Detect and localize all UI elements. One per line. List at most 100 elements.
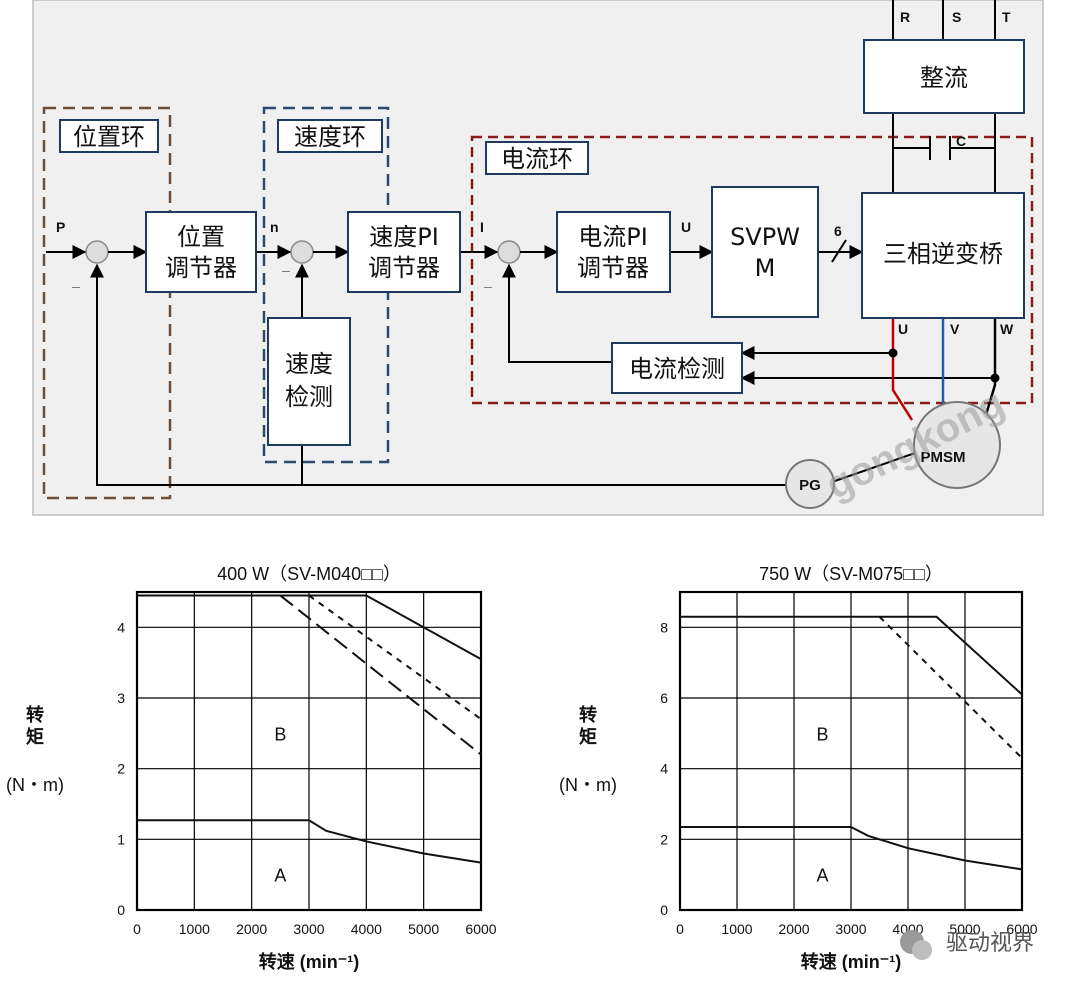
inverter-label: 三相逆变桥 — [883, 240, 1003, 268]
current-pi-block — [556, 211, 671, 293]
pmsm-motor — [913, 401, 1001, 489]
x-axis-label: 转速 (min⁻¹) — [259, 951, 360, 972]
y-axis-label-char1: 转 — [579, 704, 597, 725]
y-tick-label: 0 — [117, 902, 125, 918]
speed-detect-line1: 速度 — [285, 350, 333, 378]
x-tick-label: 2000 — [236, 921, 267, 937]
y-tick-label: 8 — [660, 619, 668, 635]
speed-pi-line2: 调节器 — [368, 254, 440, 282]
speed-loop-label: 速度环 — [294, 123, 366, 151]
y-tick-label: 1 — [117, 831, 125, 847]
y-tick-label: 4 — [117, 619, 125, 635]
series-line-1 — [878, 616, 1023, 759]
signal-six: 6 — [834, 223, 842, 239]
sum-junction-current — [497, 240, 521, 264]
y-tick-label: 6 — [660, 690, 668, 706]
position-regulator-block — [145, 211, 257, 293]
current-loop-outline — [470, 135, 1034, 405]
plot-frame — [678, 590, 1024, 912]
position-loop-label-box — [59, 119, 159, 153]
line-r-label: R — [900, 9, 910, 25]
speed-loop-label-box — [277, 119, 383, 153]
pg-label: PG — [799, 477, 821, 494]
speed-pi-block — [347, 211, 461, 293]
x-tick-label: 1000 — [179, 921, 210, 937]
capacitor-label: C — [956, 133, 966, 149]
plot-frame — [135, 590, 483, 912]
line-t-label: T — [1002, 9, 1011, 25]
region-label: A — [274, 866, 286, 886]
minus-speed: _ — [281, 257, 290, 273]
y-tick-label: 2 — [117, 761, 125, 777]
sum-junction-position — [85, 240, 109, 264]
brand-label: 驱动视界 — [946, 931, 1034, 956]
minus-current: _ — [483, 273, 492, 289]
series-line-0 — [137, 594, 482, 661]
rectifier-block — [863, 39, 1025, 114]
svpwm-block — [711, 186, 819, 318]
minus-position: _ — [71, 273, 80, 289]
series-line-0 — [680, 615, 1023, 696]
phase-u-label: U — [898, 321, 908, 337]
chart-title: 400 W（SV-M040□□） — [217, 564, 401, 584]
current-pi-line1: 电流PI — [578, 223, 648, 251]
pmsm-label: PMSM — [921, 449, 966, 466]
x-tick-label: 0 — [676, 921, 684, 937]
current-detect-label: 电流检测 — [629, 355, 725, 383]
y-axis-unit: (N・m) — [6, 775, 64, 795]
y-axis-label-char2: 矩 — [26, 726, 44, 747]
x-tick-label: 2000 — [778, 921, 809, 937]
position-regulator-line1: 位置 — [177, 223, 225, 251]
position-loop-outline — [42, 106, 172, 500]
y-axis-label-char2: 矩 — [579, 726, 597, 747]
region-label: B — [816, 724, 828, 744]
x-tick-label: 3000 — [293, 921, 324, 937]
x-tick-label: 3000 — [835, 921, 866, 937]
inverter-block — [861, 192, 1025, 319]
current-detect-block — [611, 342, 743, 394]
x-tick-label: 4000 — [351, 921, 382, 937]
speed-detect-block — [267, 317, 351, 446]
speed-pi-line1: 速度PI — [369, 223, 439, 251]
y-tick-label: 4 — [660, 761, 668, 777]
series-line-3 — [137, 819, 482, 864]
x-tick-label: 6000 — [1006, 921, 1037, 937]
position-regulator-line2: 调节器 — [165, 254, 237, 282]
y-axis-label-char1: 转 — [26, 704, 44, 725]
y-axis-unit: (N・m) — [559, 775, 617, 795]
signal-n: n — [270, 219, 279, 235]
series-line-2 — [279, 594, 482, 756]
position-loop-label: 位置环 — [73, 123, 145, 151]
pg-encoder — [785, 459, 835, 509]
x-axis-label: 转速 (min⁻¹) — [801, 951, 902, 972]
phase-v-label: V — [950, 321, 960, 337]
current-loop-label: 电流环 — [501, 145, 573, 173]
signal-p: P — [56, 219, 65, 235]
speed-detect-line2: 检测 — [285, 383, 333, 411]
y-tick-label: 3 — [117, 690, 125, 706]
svpwm-line1: SVPW — [730, 223, 800, 251]
speed-loop-outline — [262, 106, 390, 464]
x-tick-label: 5000 — [949, 921, 980, 937]
current-pi-line2: 调节器 — [577, 254, 649, 282]
phase-w-label: W — [1000, 321, 1014, 337]
svpwm-line2: M — [755, 254, 776, 282]
chart-title: 750 W（SV-M075□□） — [759, 564, 943, 584]
signal-i: I — [480, 219, 484, 235]
x-tick-label: 1000 — [721, 921, 752, 937]
series-line-2 — [680, 825, 1023, 871]
signal-u: U — [681, 219, 691, 235]
region-label: B — [274, 724, 286, 744]
x-tick-label: 6000 — [465, 921, 496, 937]
series-line-1 — [308, 594, 482, 721]
y-tick-label: 0 — [660, 902, 668, 918]
rectifier-label: 整流 — [920, 64, 968, 92]
sum-junction-speed — [290, 240, 314, 264]
line-s-label: S — [952, 9, 961, 25]
region-label: A — [816, 866, 828, 886]
y-tick-label: 2 — [660, 831, 668, 847]
x-tick-label: 0 — [133, 921, 141, 937]
current-loop-label-box — [485, 141, 589, 175]
